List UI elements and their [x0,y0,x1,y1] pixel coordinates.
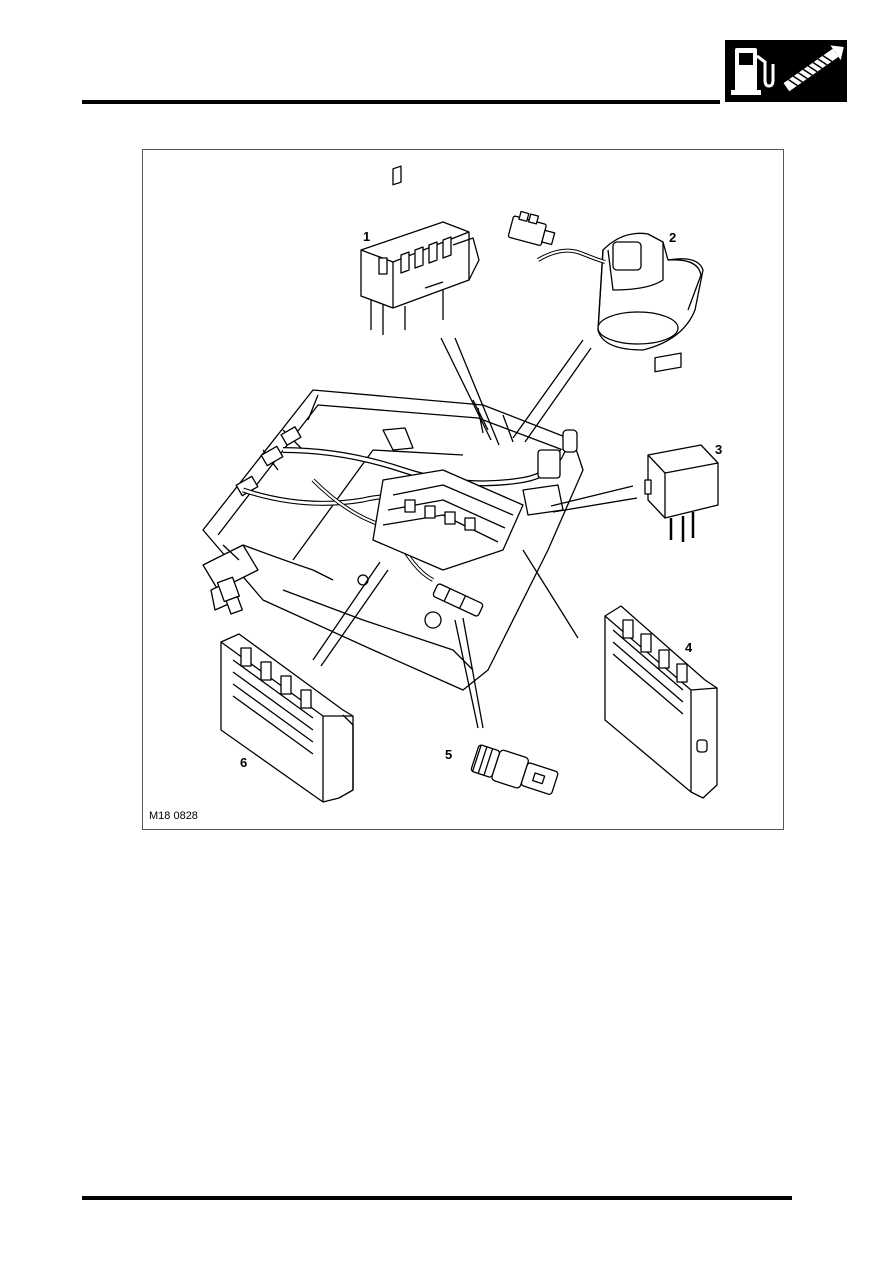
component-6-control-unit [220,633,354,803]
component-4-control-unit [604,605,718,799]
component-2-actuator [507,210,704,351]
footer-rule [82,1196,792,1200]
component-1-relay-box [360,165,480,335]
component-location-illustration [202,165,719,803]
callout-2: 2 [669,230,677,245]
figure-frame: 1 2 3 4 5 6 M18 0828 [142,149,784,830]
header-rule [82,100,720,104]
section-badge [725,40,847,102]
callout-6: 6 [240,755,248,770]
component-3-relay [644,352,719,542]
component-5-sensor [470,744,559,795]
callout-4: 4 [685,640,693,655]
callout-1: 1 [363,229,371,244]
figure-id-label: M18 0828 [149,810,198,822]
fuel-pump-and-exhaust-icon [731,45,844,95]
callout-3: 3 [715,442,723,457]
callout-5: 5 [445,747,453,762]
